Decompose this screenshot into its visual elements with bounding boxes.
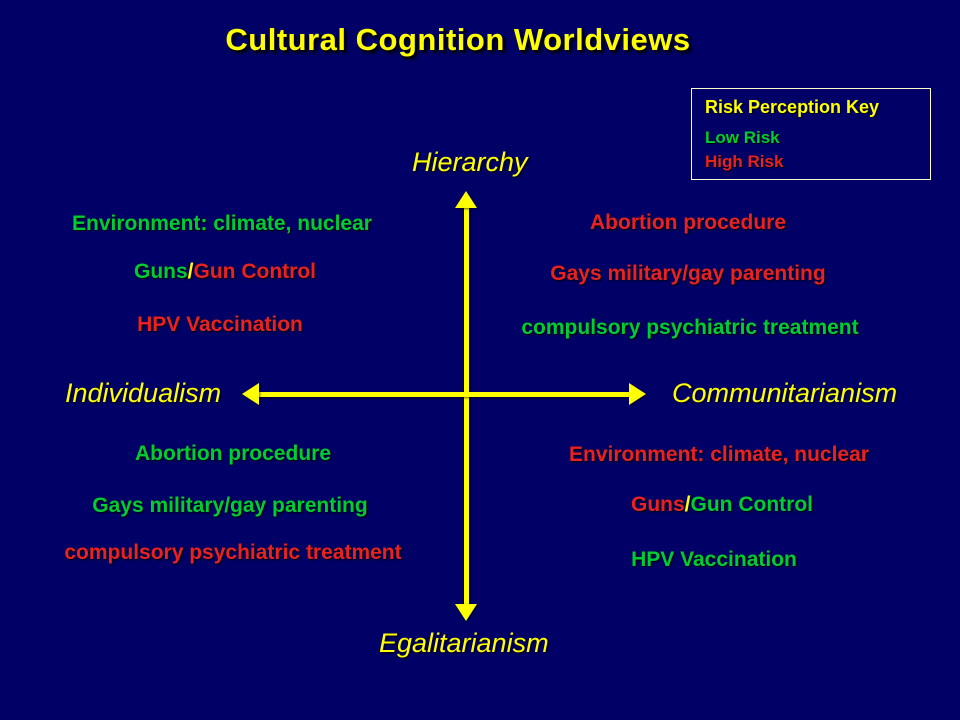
axis-label-individualism: Individualism — [65, 378, 222, 408]
vertical-axis-line — [464, 205, 469, 607]
axis-label-egalitarianism: Egalitarianism — [379, 628, 549, 658]
item-bl-compulsory: compulsory psychiatric treatment — [64, 541, 402, 564]
item-br-gun-control: Gun Control — [690, 493, 813, 516]
item-tl-hpv: HPV Vaccination — [137, 313, 303, 336]
arrowhead-down-icon — [455, 604, 477, 621]
item-tl-slash: / — [187, 260, 194, 283]
item-tr-abortion: Abortion procedure — [589, 211, 787, 234]
key-low-risk-label: Low Risk — [705, 128, 780, 147]
item-tr-gays: Gays military/gay parenting — [550, 262, 826, 285]
key-title: Risk Perception Key — [705, 97, 880, 117]
arrowhead-left-icon — [242, 383, 259, 405]
item-br-slash: / — [684, 493, 691, 516]
item-tr-compulsory: compulsory psychiatric treatment — [521, 316, 859, 339]
item-tl-gun-control: Gun Control — [193, 260, 316, 283]
item-br-guns-gun-control: Guns/Gun Control — [631, 493, 813, 517]
item-br-environment: Environment: climate, nuclear — [569, 443, 869, 466]
item-tl-guns: Guns — [134, 260, 188, 283]
horizontal-axis-line — [256, 392, 632, 397]
item-br-hpv: HPV Vaccination — [631, 548, 797, 571]
arrowhead-up-icon — [455, 191, 477, 208]
key-high-risk-label: High Risk — [705, 152, 784, 171]
axis-label-hierarchy: Hierarchy — [412, 147, 528, 177]
item-bl-gays: Gays military/gay parenting — [92, 494, 368, 517]
item-tl-environment: Environment: climate, nuclear — [72, 212, 372, 235]
axis-label-communitarianism: Communitarianism — [672, 378, 898, 408]
item-bl-abortion: Abortion procedure — [134, 442, 332, 465]
item-tl-guns-gun-control: Guns/Gun Control — [134, 260, 316, 284]
risk-perception-key-box: Risk Perception Key Low Risk High Risk — [691, 88, 931, 180]
slide-title: Cultural Cognition Worldviews — [225, 22, 691, 57]
item-br-guns: Guns — [631, 493, 685, 516]
arrowhead-right-icon — [629, 383, 646, 405]
